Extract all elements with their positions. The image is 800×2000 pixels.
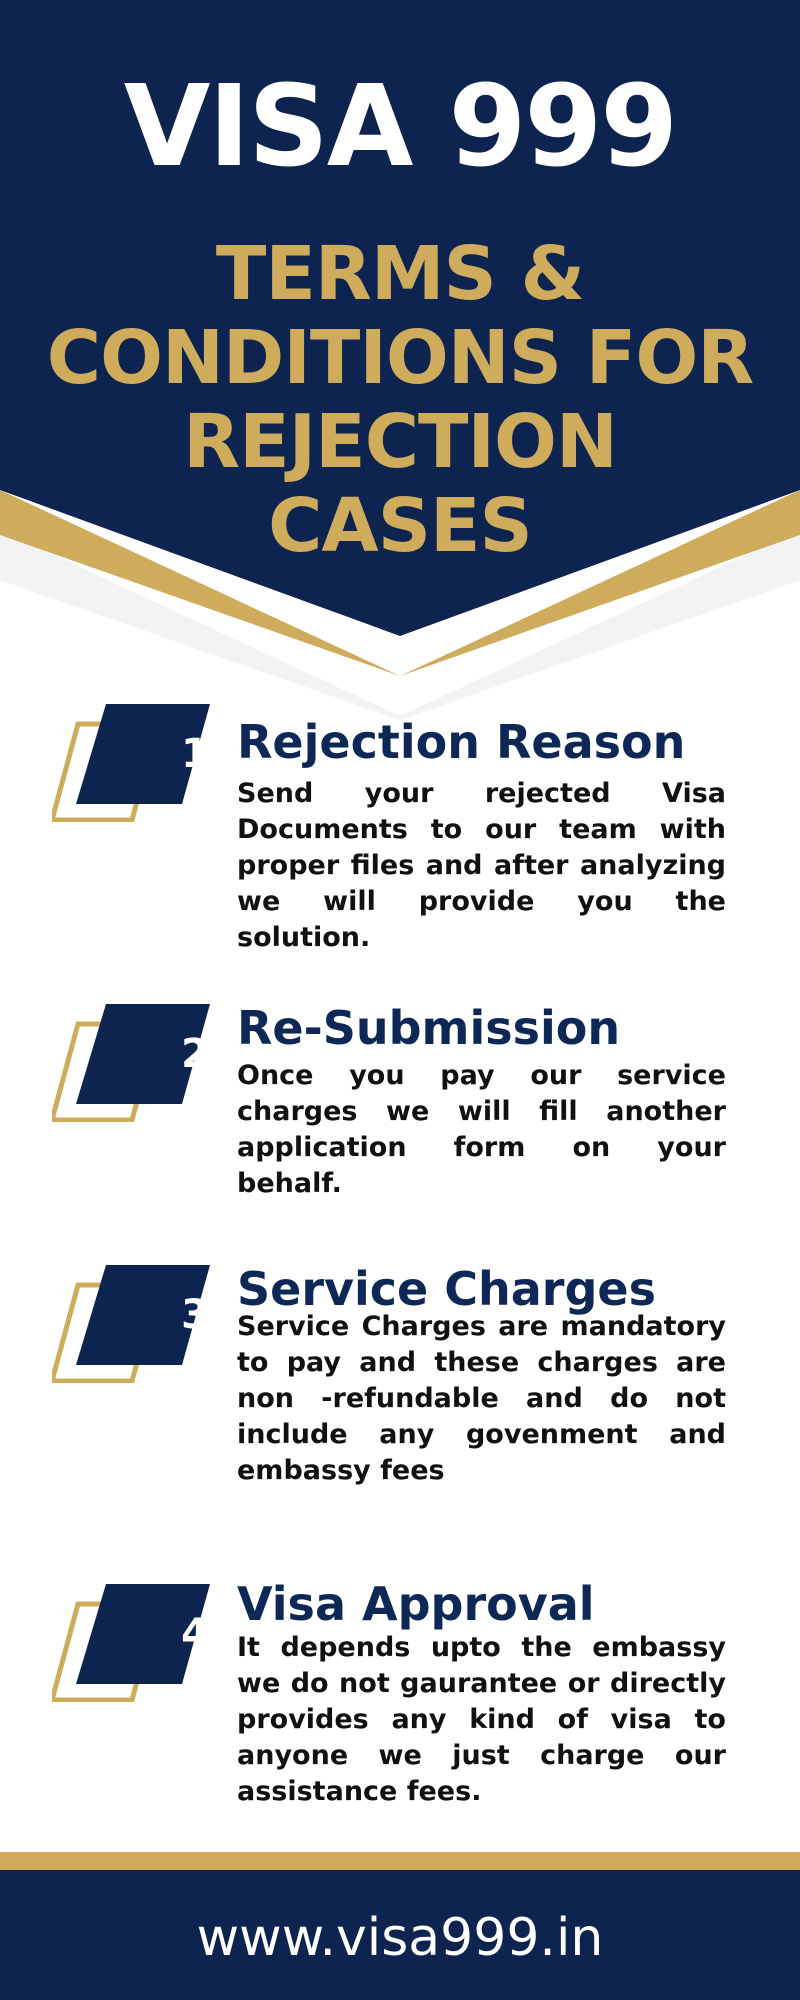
badge-navy-parallelogram (76, 704, 210, 804)
step-description: Send your rejected Visa Documents to our… (237, 778, 726, 953)
header-shadow (0, 530, 800, 720)
brand-title: VISA 999 (123, 62, 678, 192)
footer-website-link[interactable]: www.visa999.in (196, 1908, 604, 1968)
step-description: Once you pay our service charges we will… (237, 1060, 726, 1199)
step-number: 2 (181, 1031, 209, 1077)
step-list: 1 Rejection Reason Send your rejected Vi… (52, 704, 726, 1807)
step-number: 4 (181, 1611, 209, 1657)
header-banner (0, 0, 800, 720)
step-heading: Re-Submission (237, 1001, 621, 1055)
step-badge: 3 (52, 1265, 212, 1383)
step-description: It depends upto the embassy we do not ga… (237, 1632, 726, 1807)
header-navy-background (0, 0, 800, 636)
step-number: 3 (181, 1292, 209, 1338)
step-badge: 1 (52, 704, 212, 822)
step-description: Service Charges are mandatory to pay and… (237, 1311, 726, 1486)
header-gold-chevron (0, 490, 800, 676)
step-heading: Service Charges (237, 1262, 656, 1316)
step-badge: 2 (52, 1004, 212, 1122)
step-heading: Rejection Reason (237, 715, 686, 769)
badge-navy-parallelogram (76, 1265, 210, 1365)
step-number: 1 (181, 731, 209, 777)
footer-gold-stripe (0, 1852, 800, 1870)
footer-bar (0, 1852, 800, 2000)
step-heading: Visa Approval (237, 1577, 595, 1631)
badge-navy-parallelogram (76, 1584, 210, 1684)
step-badge: 4 (52, 1584, 212, 1702)
badge-navy-parallelogram (76, 1004, 210, 1104)
header-subtitle: TERMS & CONDITIONS FOR REJECTION CASES (46, 231, 754, 569)
